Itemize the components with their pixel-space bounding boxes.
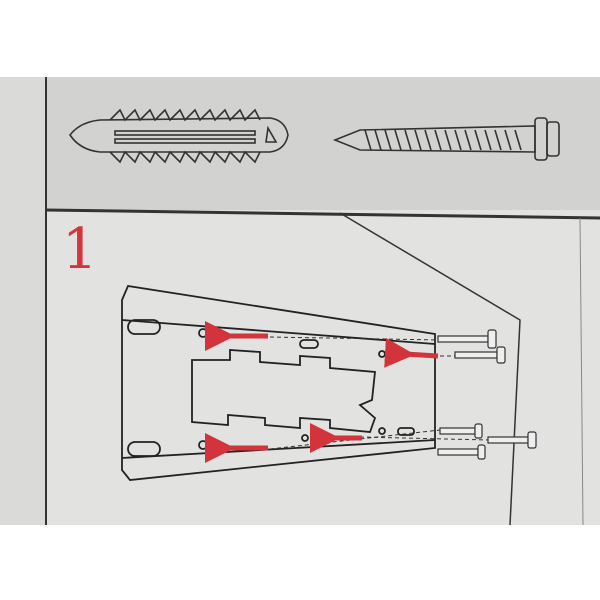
screw-icon <box>332 117 560 161</box>
step-number: 1 <box>62 217 98 282</box>
mounting-screws <box>437 329 537 460</box>
insertion-arrows <box>205 321 439 463</box>
wall-mount-bracket <box>121 285 436 481</box>
wall-anchor-icon <box>69 108 289 164</box>
wall-outline <box>339 212 521 526</box>
